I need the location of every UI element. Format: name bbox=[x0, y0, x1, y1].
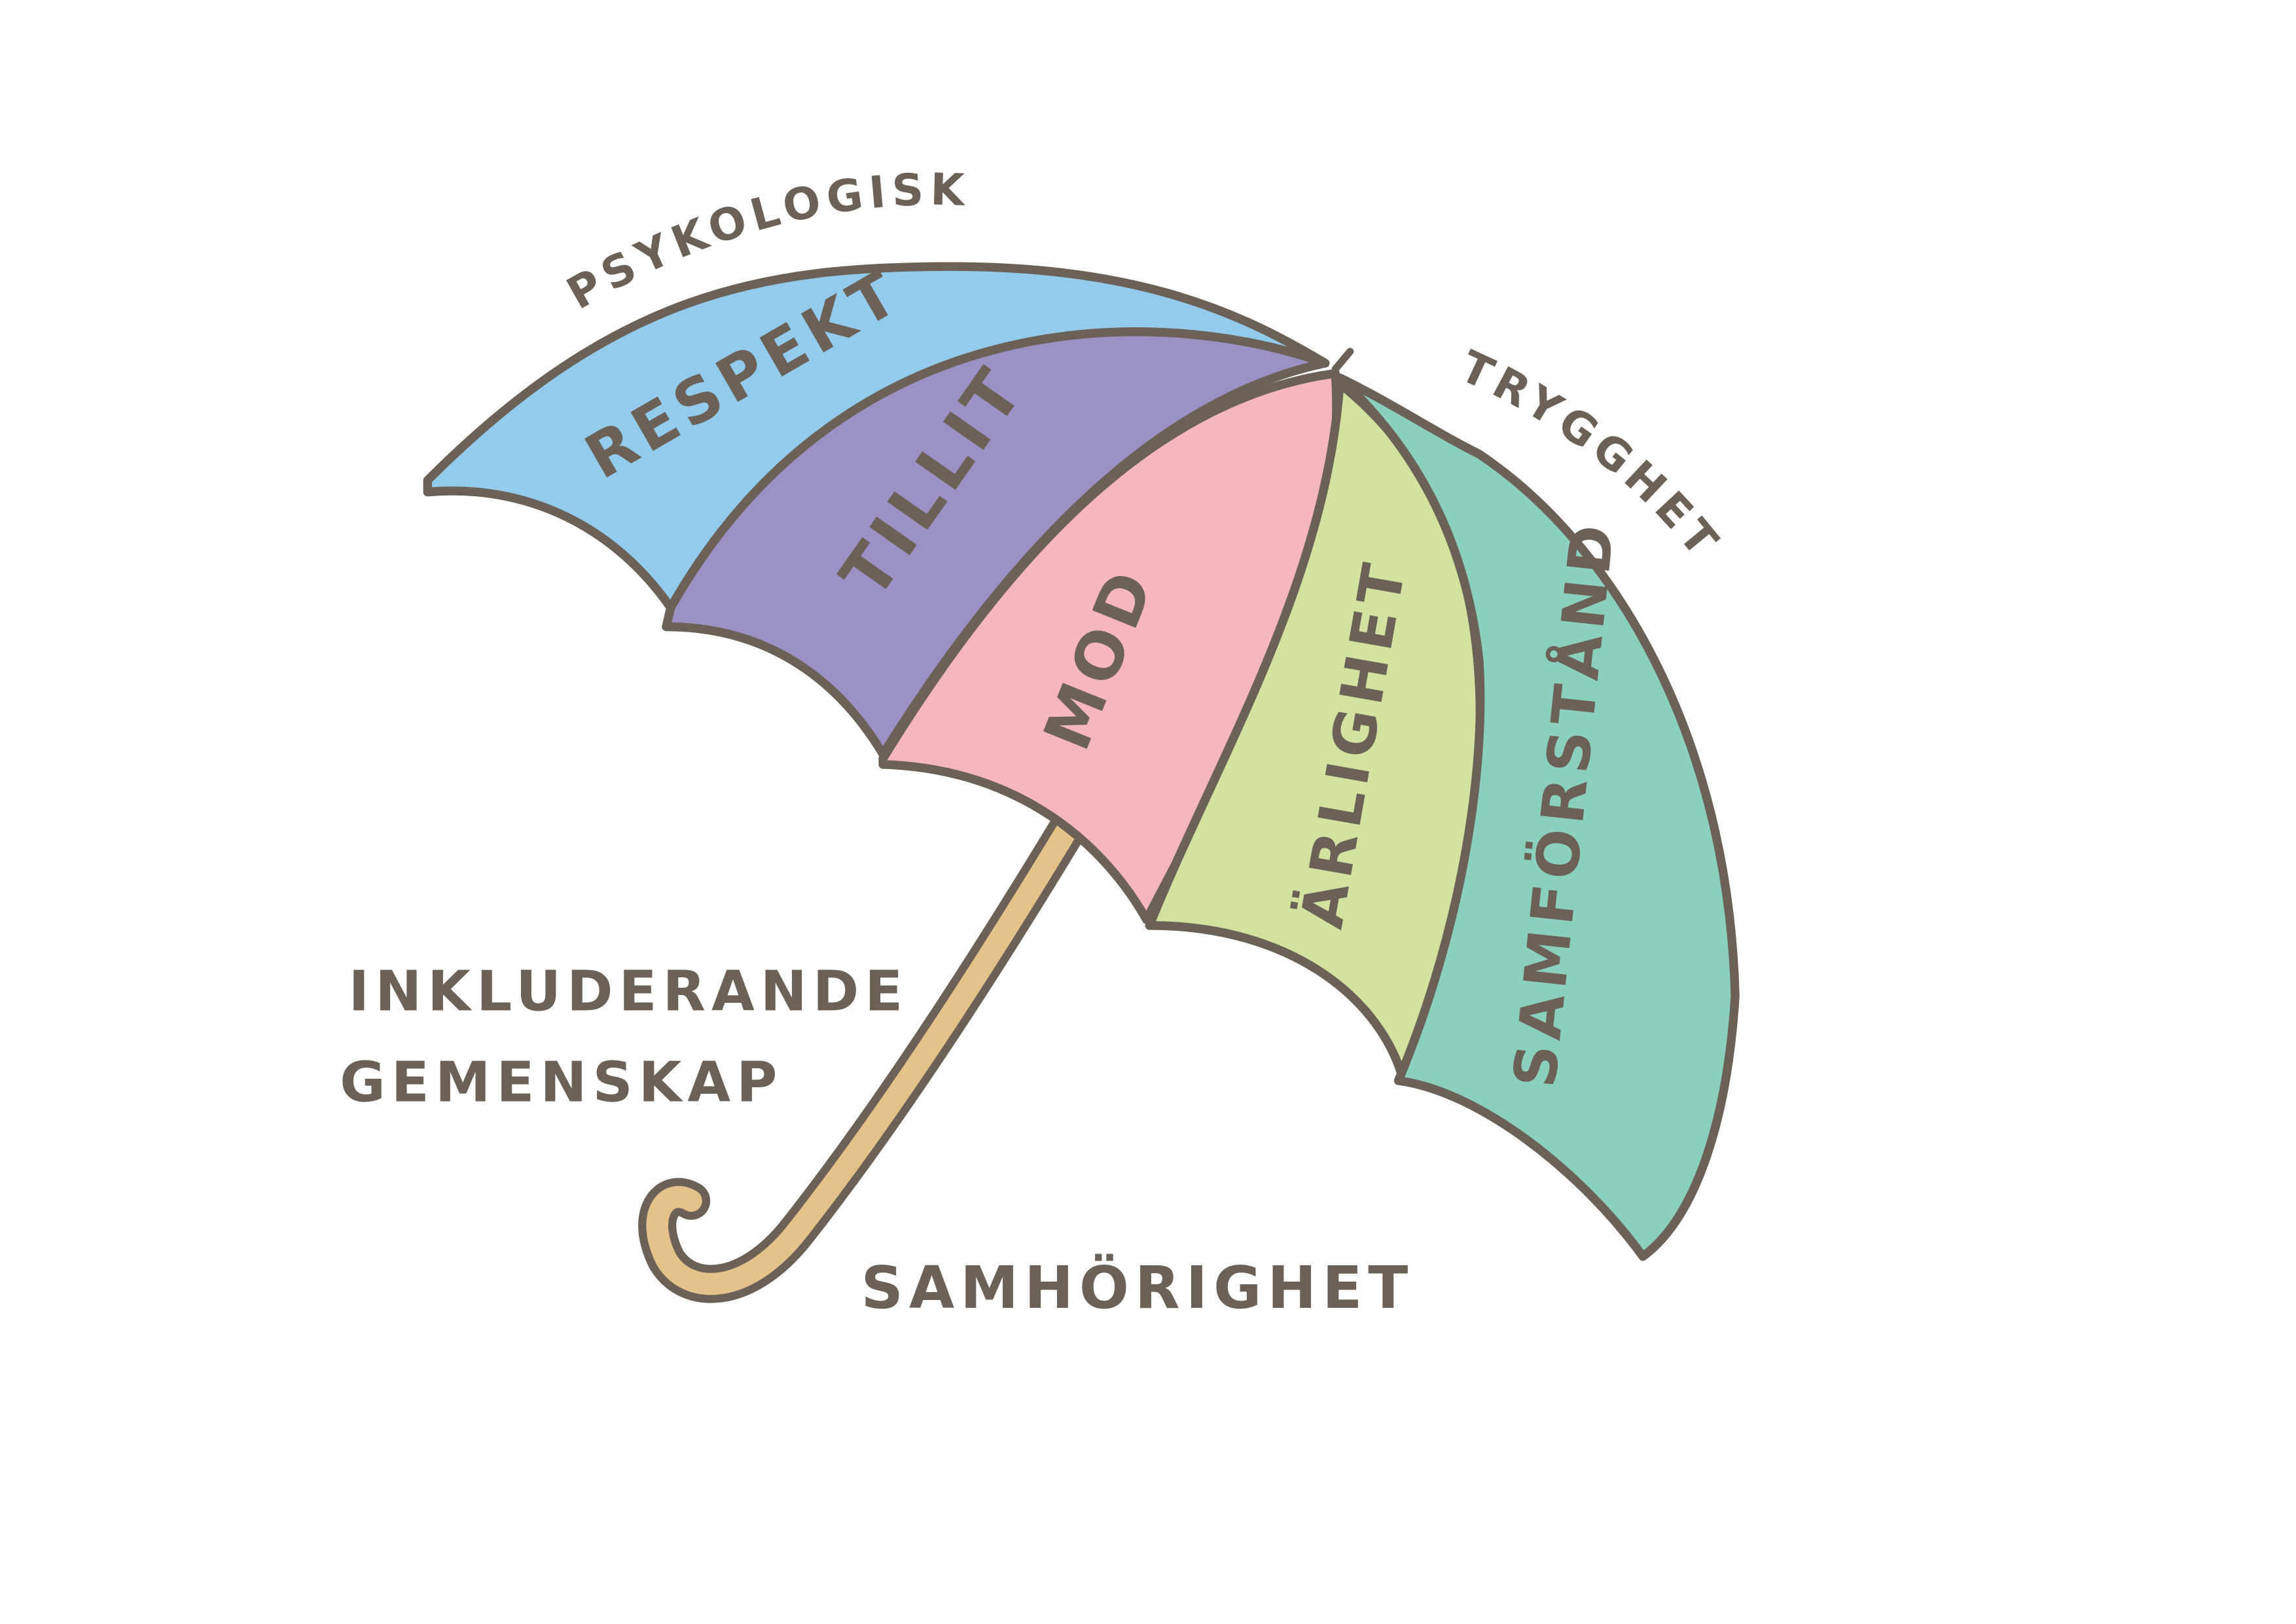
umbrella-handle bbox=[638, 812, 1085, 1303]
left-label-line1: INKLUDERANDE bbox=[349, 960, 909, 1024]
handle-label: SAMHÖRIGHET bbox=[861, 1254, 1414, 1322]
panel-tillit bbox=[662, 327, 1330, 759]
panel-samforstand bbox=[1335, 373, 1740, 1261]
left-label-line2: GEMENSKAP bbox=[340, 1050, 783, 1115]
umbrella-tip bbox=[1331, 348, 1354, 373]
